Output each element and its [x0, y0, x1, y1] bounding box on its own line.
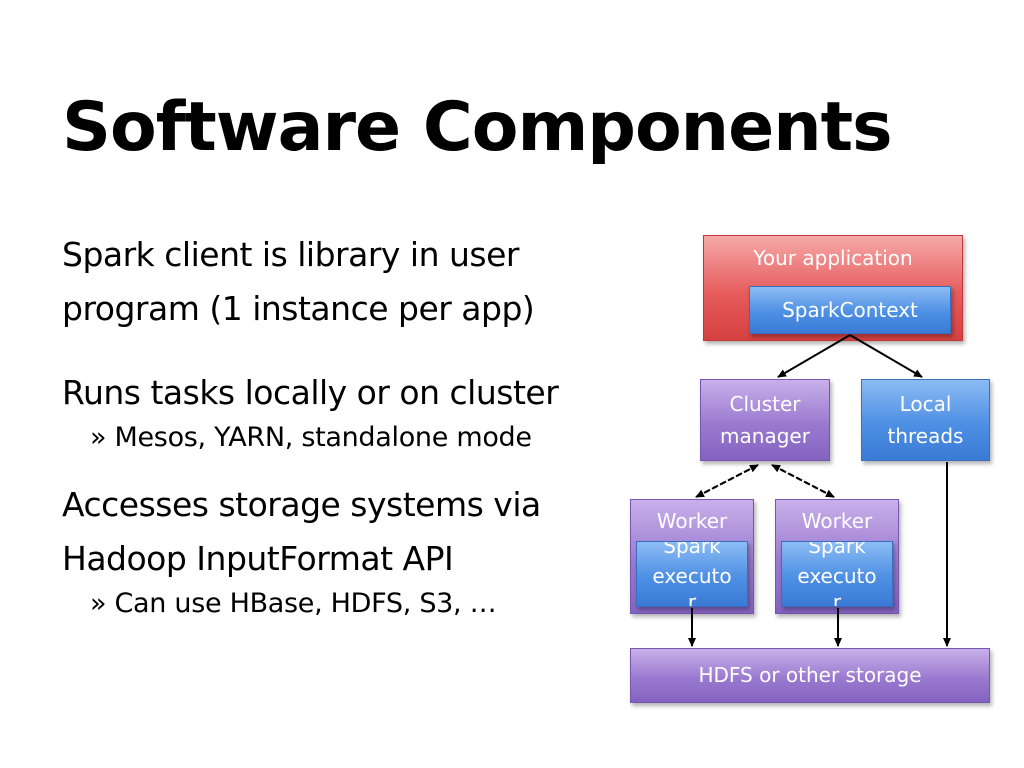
arrow-worker-2-to-cluster [771, 464, 835, 498]
your-application-label: Your application [753, 246, 913, 270]
spark-context-label: SparkContext [782, 298, 918, 322]
storage-box: HDFS or other storage [630, 648, 990, 703]
cluster-manager-box: Cluster manager [700, 379, 830, 461]
bullet-3-line-1: Accesses storage systems via [62, 485, 541, 524]
bullet-list: Spark client is library in user program … [62, 228, 642, 622]
arrow-context-to-local-threads [849, 334, 923, 378]
spark-executor-label-line-2: executo [797, 564, 877, 588]
bullet-3-line-2: Hadoop InputFormat API [62, 539, 454, 578]
local-threads-box: Local threads [861, 379, 990, 461]
bullet-1-line-1: Spark client is library in user [62, 235, 519, 274]
arrow-worker-1-to-cluster [695, 464, 759, 498]
bullet-1-line-2: program (1 instance per app) [62, 289, 535, 328]
spark-executor-box: Spark executo r [781, 541, 893, 607]
local-threads-label-line-1: Local [899, 392, 952, 416]
local-threads-label-line-2: threads [887, 424, 964, 448]
worker-label: Worker [656, 509, 728, 533]
spark-context-box: SparkContext [749, 286, 951, 334]
spark-executor-box: Spark executo r [636, 541, 748, 607]
spark-executor-label-line-2: executo [652, 564, 732, 588]
bullet-2: Runs tasks locally or on cluster [62, 373, 559, 412]
cluster-manager-label-line-2: manager [720, 424, 810, 448]
spark-executor-label-line-3: r [832, 590, 842, 607]
storage-label: HDFS or other storage [698, 663, 922, 687]
arrow-context-to-cluster-manager [777, 334, 851, 378]
sub-bullet-3: » Can use HBase, HDFS, S3, … [90, 588, 497, 619]
spark-executor-label-line-1: Spark [663, 541, 721, 558]
worker-label: Worker [801, 509, 873, 533]
spark-executor-label-line-3: r [687, 590, 697, 607]
cluster-manager-label-line-1: Cluster [729, 392, 801, 416]
sub-bullet-2: » Mesos, YARN, standalone mode [90, 422, 532, 453]
spark-executor-label-line-1: Spark [808, 541, 866, 558]
page-title: Software Components [62, 88, 893, 167]
